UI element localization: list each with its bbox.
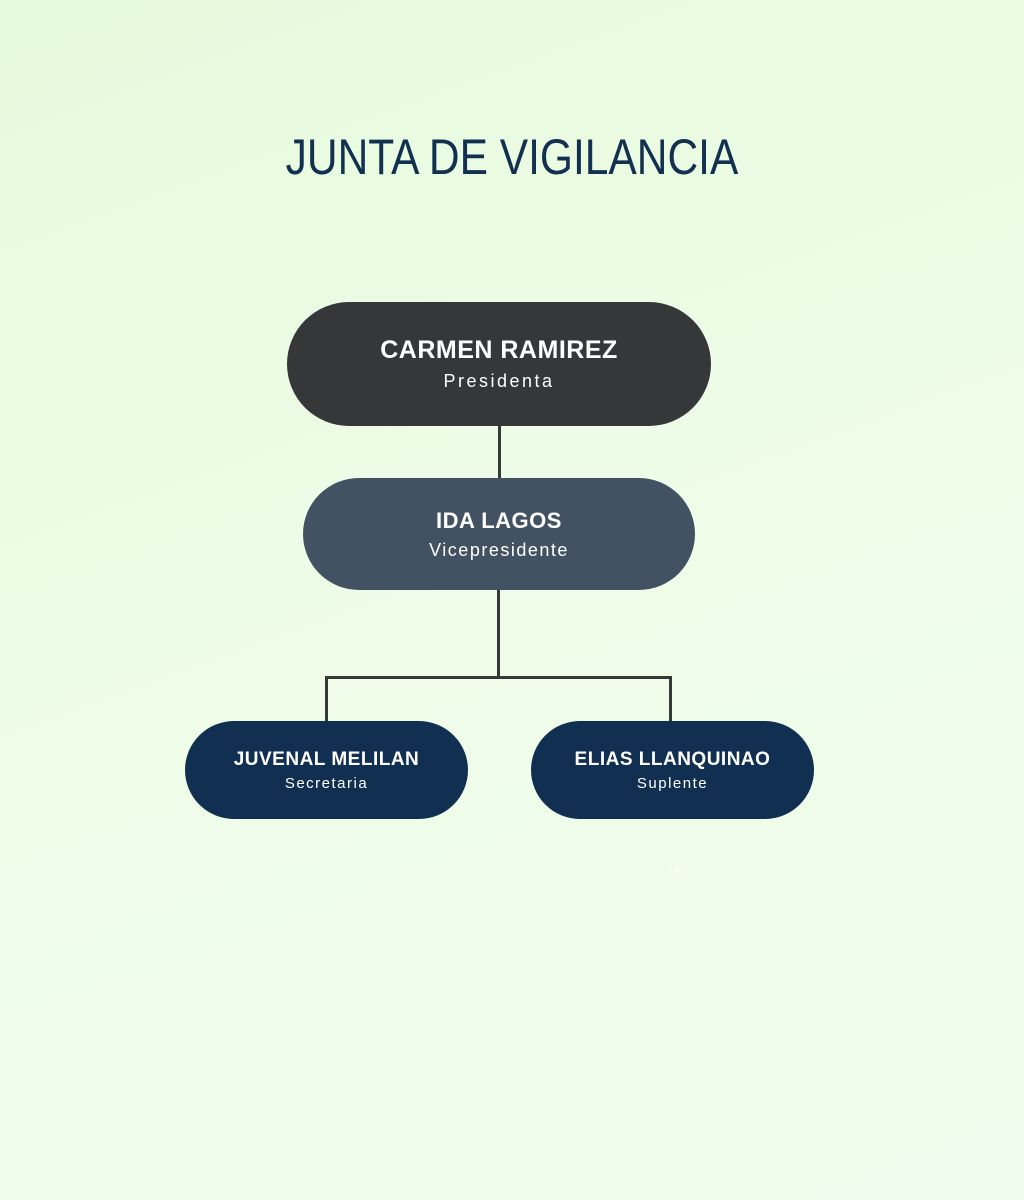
node-role: Suplente — [636, 774, 709, 792]
stray-text: ia — [669, 860, 682, 875]
node-presidenta: CARMEN RAMIREZ Presidenta — [287, 302, 711, 426]
connector-line — [325, 676, 328, 722]
connector-line — [669, 676, 672, 722]
page-title: JUNTA DE VIGILANCIA — [285, 129, 739, 185]
node-suplente: ELIAS LLANQUINAO Suplente — [531, 721, 814, 819]
connector-line — [325, 676, 672, 679]
node-name: CARMEN RAMIREZ — [380, 336, 618, 364]
node-name: JUVENAL MELILAN — [233, 748, 420, 770]
node-vicepresidente: IDA LAGOS Vicepresidente — [303, 478, 695, 590]
connector-line — [498, 425, 501, 479]
node-name: IDA LAGOS — [436, 507, 562, 533]
node-role: Presidenta — [443, 371, 555, 391]
node-role: Secretaria — [284, 774, 369, 792]
node-name: ELIAS LLANQUINAO — [574, 748, 771, 770]
connector-line — [497, 589, 500, 678]
node-role: Vicepresidente — [429, 539, 569, 560]
node-secretaria: JUVENAL MELILAN Secretaria — [185, 721, 468, 819]
